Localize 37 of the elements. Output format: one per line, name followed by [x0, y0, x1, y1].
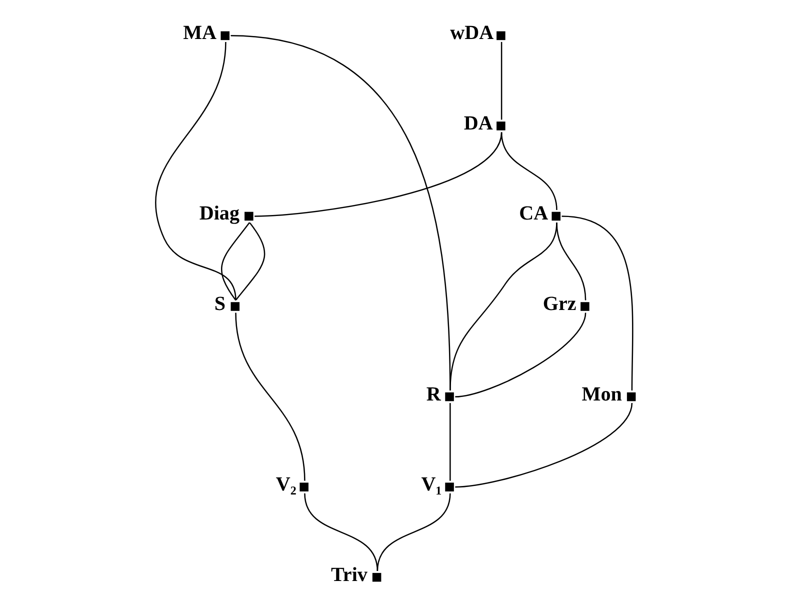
connector — [234, 312, 305, 481]
node-label: Triv — [330, 564, 367, 586]
node-label: V₁ — [420, 474, 442, 496]
node-box — [444, 482, 454, 492]
node-box — [626, 392, 636, 402]
node-box — [299, 482, 308, 492]
node-box — [580, 302, 589, 311]
connector — [454, 312, 586, 398]
node-box — [496, 31, 505, 40]
node-box — [444, 392, 454, 402]
node-label: R — [426, 383, 440, 406]
connector — [561, 216, 633, 391]
connector — [454, 402, 632, 488]
node-label: CA — [518, 202, 548, 225]
connector — [500, 42, 502, 120]
node-label: Mon — [581, 383, 622, 406]
node-box — [244, 212, 253, 221]
connector — [449, 222, 557, 391]
node-label: wDA — [450, 22, 494, 44]
node-label: MA — [182, 22, 216, 44]
node-box — [372, 572, 381, 582]
node-label: Diag — [198, 202, 240, 225]
connector — [220, 222, 250, 301]
node-label: S — [214, 293, 226, 316]
node-label: V₂ — [275, 474, 296, 496]
connector — [304, 493, 378, 572]
connector — [235, 222, 265, 300]
connector — [449, 403, 450, 481]
node-box — [551, 212, 560, 221]
node-label: Grz — [542, 293, 576, 316]
connector — [154, 42, 236, 300]
node-label: DA — [463, 112, 492, 134]
connector — [500, 132, 557, 210]
node-box — [230, 302, 240, 311]
connector — [254, 132, 502, 217]
node-box — [496, 122, 505, 130]
node-box — [220, 31, 229, 40]
